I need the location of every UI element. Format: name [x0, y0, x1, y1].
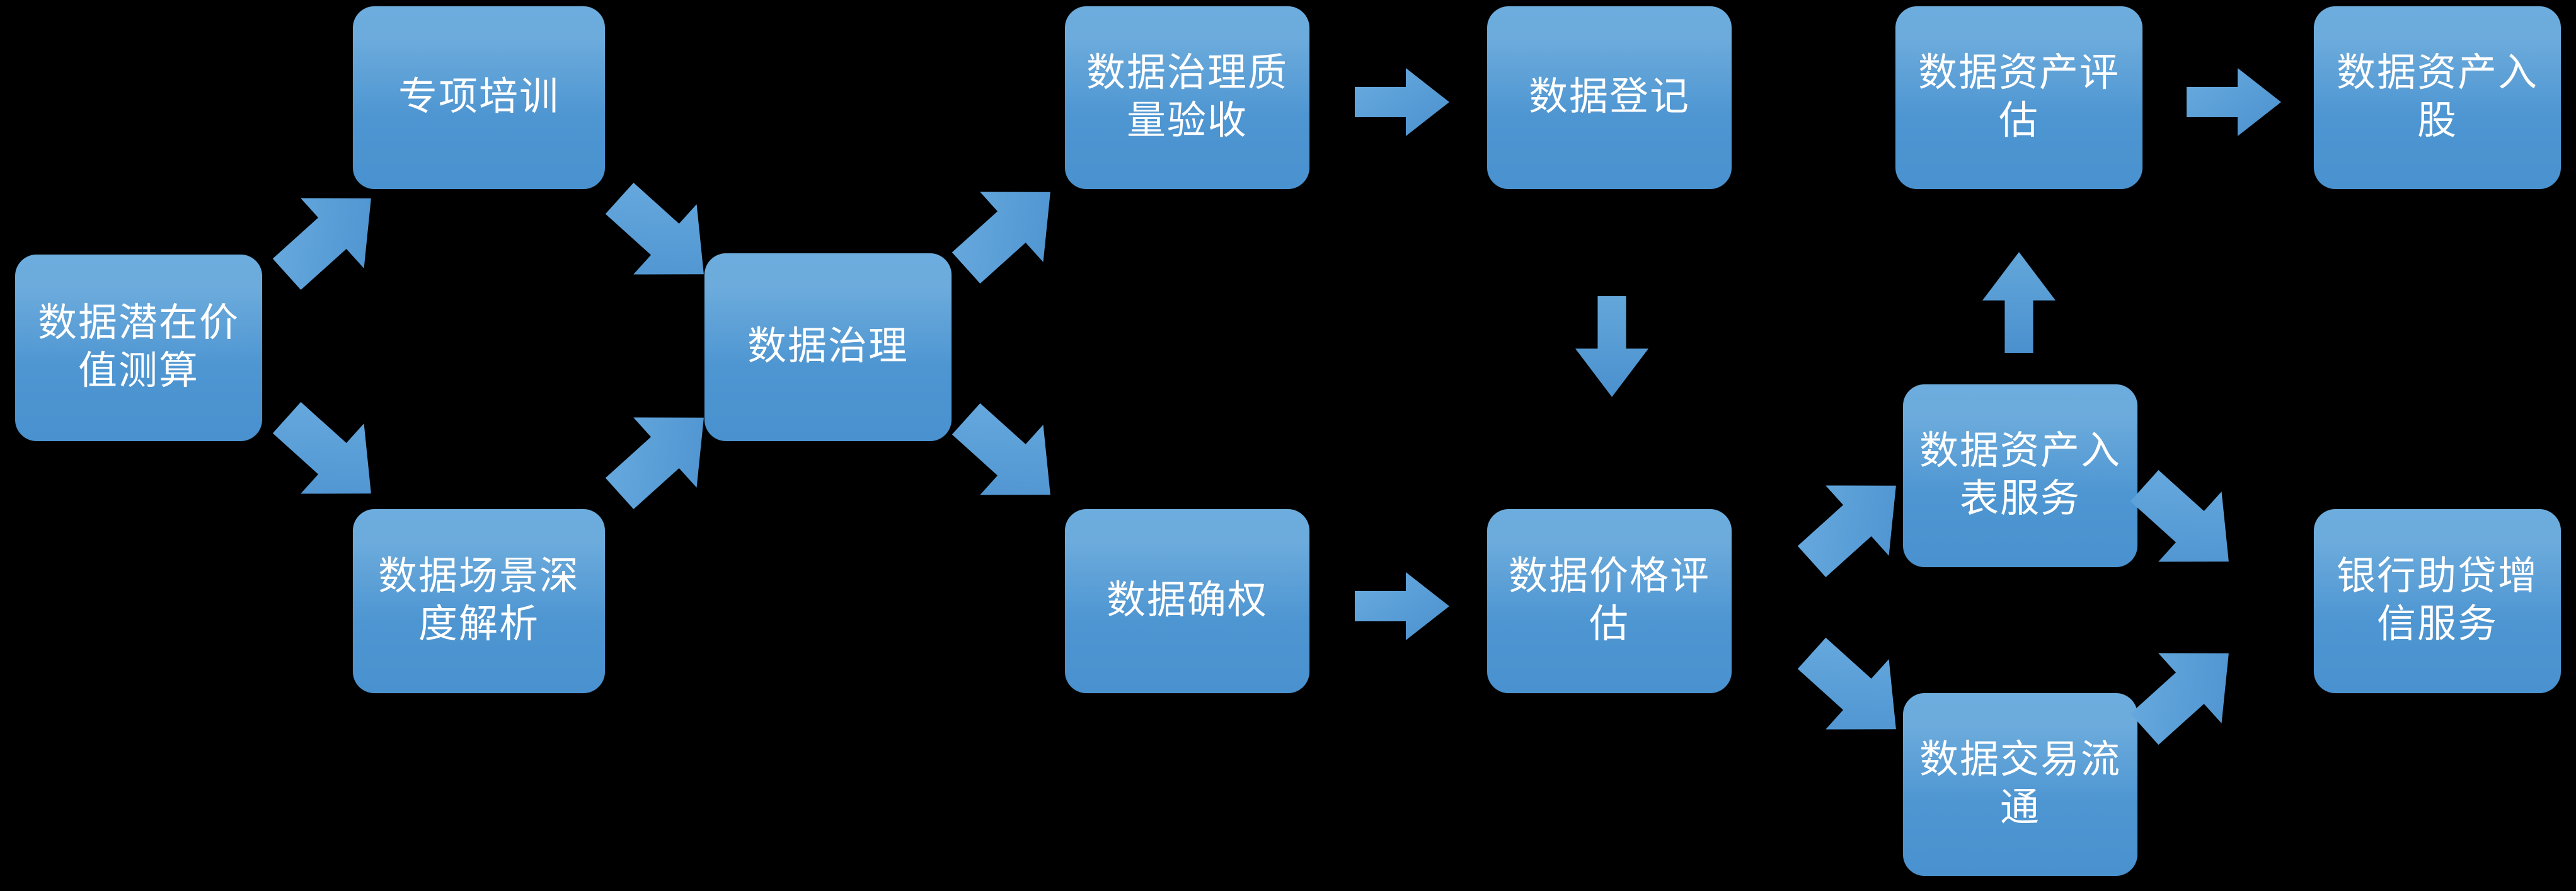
flow-node-n9[interactable]: 数据确权 — [1065, 509, 1309, 693]
flow-node-label: 数据资产评估 — [1918, 52, 2120, 142]
flow-node-n12[interactable]: 数据交易流通 — [1903, 693, 2137, 876]
arrow-table-service-to-assess-icon — [1982, 252, 2056, 353]
flow-node-n10[interactable]: 数据价格评估 — [1487, 509, 1732, 693]
flow-node-label: 数据治理 — [747, 325, 909, 369]
flow-node-n11[interactable]: 数据资产入表服务 — [1903, 384, 2137, 567]
flow-node-n8[interactable]: 数据资产入股 — [2314, 6, 2561, 189]
arrow-assess-to-equity-icon — [2187, 68, 2281, 136]
arrow-quality-to-registration-icon — [1355, 68, 1449, 136]
flow-node-n7[interactable]: 数据资产评估 — [1895, 6, 2142, 189]
arrow-governance-to-quality-icon — [934, 157, 1082, 303]
flow-node-label: 专项培训 — [398, 76, 560, 119]
flow-node-label: 数据确权 — [1106, 579, 1268, 623]
flow-node-n13[interactable]: 银行助贷增信服务 — [2314, 509, 2561, 693]
flow-node-n1[interactable]: 数据潜在价值测算 — [15, 255, 262, 441]
flow-node-n6[interactable]: 数据登记 — [1487, 6, 1732, 189]
flow-node-label: 银行助贷增信服务 — [2336, 555, 2538, 646]
flow-node-label: 数据治理质量验收 — [1086, 52, 1288, 142]
flow-node-label: 数据场景深度解析 — [377, 555, 580, 646]
flow-node-n3[interactable]: 数据场景深度解析 — [353, 509, 605, 693]
flow-node-label: 数据价格评估 — [1508, 555, 1710, 646]
arrow-value-to-scenario-icon — [255, 382, 403, 529]
flow-node-label: 数据登记 — [1528, 76, 1690, 119]
arrow-rights-to-pricing-icon — [1355, 572, 1449, 640]
flow-node-label: 数据潜在价值测算 — [37, 302, 239, 393]
flow-node-label: 数据交易流通 — [1919, 739, 2122, 829]
flow-node-n2[interactable]: 专项培训 — [353, 6, 605, 189]
flow-node-label: 数据资产入股 — [2336, 52, 2538, 142]
flow-node-n5[interactable]: 数据治理质量验收 — [1065, 6, 1309, 189]
flow-node-label: 数据资产入表服务 — [1919, 430, 2122, 520]
arrow-governance-to-rights-icon — [934, 384, 1082, 530]
arrow-registration-to-pricing-icon — [1575, 296, 1648, 397]
flow-node-n4[interactable]: 数据治理 — [704, 253, 952, 441]
